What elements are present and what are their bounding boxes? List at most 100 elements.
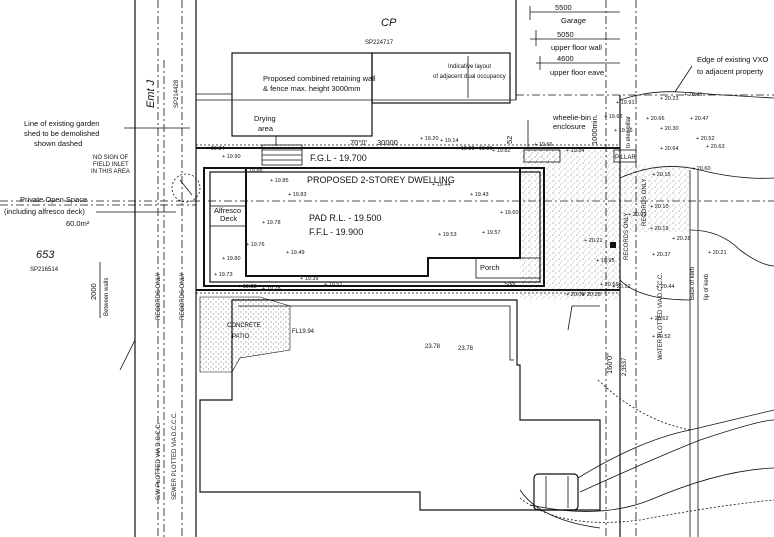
spot-height: + 19.95 (596, 258, 615, 264)
spot-height: + 19.49 (286, 250, 305, 256)
setback-dimensions: 5500 Garage 5050 upper floor wall 4600 u… (529, 3, 620, 77)
drying-label-1: Drying (254, 114, 276, 123)
cp-survey-plan: SP224717 (365, 40, 394, 46)
sw-label: S/W (504, 282, 516, 288)
spot-height: + 19.96 (614, 128, 633, 134)
vxo-label-2: to adjacent property (697, 67, 764, 76)
pillar-label: PILLAR (615, 155, 636, 161)
spot-height: + 19.14 (440, 138, 459, 144)
spot-heights: + 19.84 + 19.90 + 19.88 + 19.85 + 19.83 + 19.… (206, 92, 727, 340)
dual-occ-label-1: Indicative layout (448, 64, 491, 70)
spot-height: + 19.51 (324, 282, 343, 288)
dwelling-title-line-3: F.F.L - 19.900 (309, 227, 363, 237)
spot-height: + 20.06 (566, 292, 585, 298)
concrete-label-2: PATIO (232, 334, 249, 340)
spot-height: + 20.28 (672, 236, 691, 242)
spot-height: + 20.23 (660, 96, 679, 102)
spot-height: + 20.52 (696, 136, 715, 142)
bearing-label: 70°0' (350, 138, 368, 147)
spot-height: + 19.20 (420, 136, 439, 142)
spot-height: + 20.21 (584, 238, 603, 244)
lot-survey-plan: SP216514 (30, 267, 59, 273)
alfresco-label-1: Alfresco (214, 206, 241, 215)
spot-height: + 19.60 (500, 210, 519, 216)
records-only-right: RECORDS ONLY (624, 212, 630, 260)
spot-height: + 20.30 (660, 126, 679, 132)
car-turning-path (519, 409, 774, 529)
retaining-wall-label-2: & fence max. height 3000mm (263, 84, 361, 93)
records-only-right-2: RECORDS ONLY (642, 178, 648, 226)
upper-eave-label: upper floor eave (550, 68, 604, 77)
spot-height: + 20.64 (660, 146, 679, 152)
spot-height: + 20.21 (708, 250, 727, 256)
spot-height: + 19.90 (222, 154, 241, 160)
spot-height: + 19.85 (270, 178, 289, 184)
spot-height: + 19.86 (474, 146, 493, 152)
upper-eave-dim-value: 4600 (557, 54, 574, 63)
lower-survey-plan: 2,3537 (622, 357, 628, 376)
pos-label-1: Private Open Space (20, 195, 87, 204)
fgl-label: F.G.L - 19.700 (310, 153, 367, 163)
spot-height: + 19.88 (244, 168, 263, 174)
alfresco-label-2: Deck (220, 214, 237, 223)
spot-level-1: 23.78 (425, 344, 441, 350)
spot-height: + 20.10 (650, 204, 669, 210)
garden-shed-label-2: shed to be demolished (24, 129, 99, 138)
spot-height: + 19.89 (456, 146, 475, 152)
spot-height: + 19.43 (470, 192, 489, 198)
spot-height: + 19.76 (246, 242, 265, 248)
spot-height: + 19.82 (492, 148, 511, 154)
right-annotations: RECORDS ONLY RECORDS ONLY WATER PLOTTED … (504, 178, 710, 431)
spot-height: + 20.60 (692, 166, 711, 172)
spot-height: + 20.18 (582, 292, 601, 298)
vxo-note: Edge of existing VXO to adjacent propert… (619, 55, 774, 267)
spot-height: + 19.44 (432, 182, 451, 188)
adjacent-dual-occupancy: Proposed combined retaining wall & fence… (231, 52, 511, 137)
adjacent-lower-inner (238, 305, 514, 361)
between-walls-dim: 2000 (89, 283, 98, 300)
left-annotations: Line of existing garden shed to be demol… (4, 79, 201, 500)
upper-wall-dim-value: 5050 (557, 30, 574, 39)
adjacent-lower-building (199, 299, 601, 511)
sw-plotted-label: S/W PLOTTED VIA D.C.C.C. (156, 422, 162, 500)
pos-label-2: (including alfresco deck) (4, 207, 85, 216)
spot-height: + 20.52 (652, 334, 671, 340)
spot-height: + 19.39 (300, 276, 319, 282)
garden-shed-label-3: shown dashed (34, 139, 82, 148)
alfresco-deck: Alfresco Deck (209, 205, 247, 227)
boundary-dim-52: 52 (505, 136, 514, 144)
spot-height: + 20.63 (706, 144, 725, 150)
lip-of-kerb: lip of kerb (704, 273, 710, 300)
spot-height: + 19.82 (238, 284, 257, 290)
garage-dim-value: 5500 (555, 3, 572, 12)
spot-height: + 20.19 (650, 226, 669, 232)
back-of-kerb: Back of kerb (690, 266, 696, 300)
spot-level-2: 23.78 (458, 346, 474, 352)
records-only-left: RECORDS ONLY (156, 272, 162, 320)
spot-height: + 19.66 (534, 142, 553, 148)
boundary-length-label: 30000 (377, 138, 398, 147)
spot-height: + 19.83 (288, 192, 307, 198)
dual-occ-label-2: of adjacent dual occupancy (433, 74, 506, 80)
spot-height: + 20.41 (684, 92, 703, 98)
proposed-dwelling: Porch PROPOSED 2-STOREY DWELLING PAD R.L… (203, 136, 545, 287)
spot-height: + 20.55 (600, 282, 619, 288)
easement-survey-plan: SP214428 (174, 79, 180, 108)
fl-label: FL19.94 (292, 329, 315, 335)
easement-label: Emt J (145, 79, 157, 108)
spot-height: + 19.84 (566, 148, 585, 154)
spot-height: + 20.37 (652, 252, 671, 258)
retaining-wall-label-1: Proposed combined retaining wall (263, 74, 376, 83)
elec-pillar-dim-2: to elec pillar (626, 116, 632, 148)
water-plotted-label: WATER PLOTTED VIA D.C.C.C. (658, 273, 664, 360)
spot-height: + 19.78 (262, 286, 281, 292)
spot-height: + 19.53 (438, 232, 457, 238)
spot-height: + 19.73 (214, 272, 233, 278)
dwelling-title-line-1: PROPOSED 2-STOREY DWELLING (307, 175, 455, 185)
upper-wall-label: upper floor wall (551, 43, 602, 52)
spot-height: + 19.84 (206, 146, 225, 152)
spot-height: + 19.62 (604, 114, 623, 120)
spot-height: + 19.80 (222, 256, 241, 262)
